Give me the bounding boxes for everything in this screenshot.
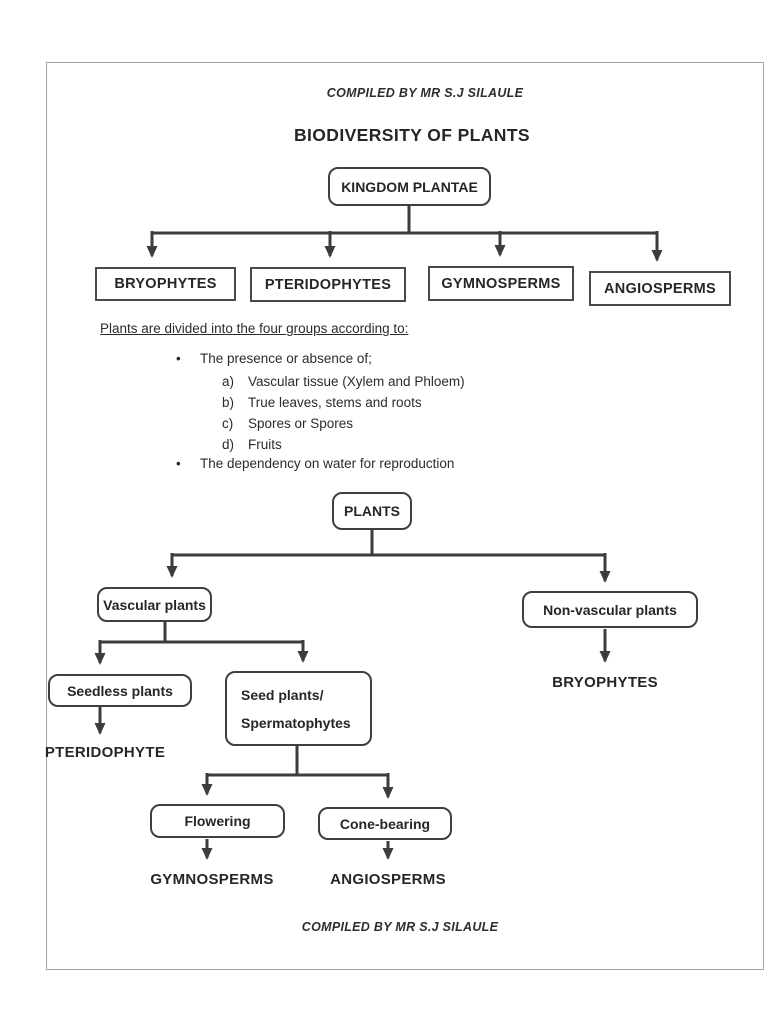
criteria-item-a-text: Vascular tissue (Xylem and Phloem): [248, 374, 465, 389]
node-seedless-plants-label: Seedless plants: [67, 682, 173, 699]
criteria-item-d: d) Fruits: [222, 437, 282, 452]
node-kingdom-plantae: KINGDOM PLANTAE: [328, 167, 491, 206]
criteria-item-d-marker: d): [222, 437, 235, 452]
criteria-item-c-text: Spores or Spores: [248, 416, 354, 431]
node-angiosperms: ANGIOSPERMS: [589, 271, 731, 306]
label-angiosperms-result: ANGIOSPERMS: [330, 871, 446, 888]
node-cone-bearing-label: Cone-bearing: [339, 815, 431, 832]
node-bryophytes-label: BRYOPHYTES: [114, 276, 217, 292]
bullet-icon: •: [176, 456, 181, 471]
node-flowering: Flowering: [150, 804, 285, 838]
criteria-bullet-2: • The dependency on water for reproductio…: [176, 456, 454, 471]
criteria-item-a: a) Vascular tissue (Xylem and Phloem): [222, 374, 465, 389]
node-bryophytes: BRYOPHYTES: [95, 267, 236, 301]
node-nonvascular-plants: Non-vascular plants: [522, 591, 698, 628]
node-plants-label: PLANTS: [344, 503, 400, 519]
page-title: BIODIVERSITY OF PLANTS: [293, 125, 531, 145]
criteria-item-c: c) Spores or Spores: [222, 416, 353, 431]
node-flowering-label: Flowering: [184, 813, 251, 829]
criteria-item-d-text: Fruits: [248, 437, 282, 452]
criteria-item-b-text: True leaves, stems and roots: [248, 395, 422, 410]
node-seed-plants-line2: Spermatophytes: [241, 714, 351, 731]
node-seedless-plants: Seedless plants: [48, 674, 192, 707]
node-pteridophytes: PTERIDOPHYTES: [250, 267, 406, 302]
header-compiled-note: COMPILED BY MR S.J SILAULE: [326, 86, 524, 100]
node-vascular-plants: Vascular plants: [97, 587, 212, 622]
node-gymnosperms-label: GYMNOSPERMS: [441, 275, 561, 292]
node-angiosperms-label: ANGIOSPERMS: [603, 280, 717, 297]
footer-compiled-note: COMPILED BY MR S.J SILAULE: [301, 920, 499, 934]
criteria-bullet-2-text: The dependency on water for reproduction: [200, 456, 455, 471]
node-vascular-plants-label: Vascular plants: [103, 596, 206, 613]
node-pteridophytes-label: PTERIDOPHYTES: [264, 276, 392, 293]
node-plants: PLANTS: [332, 492, 412, 530]
node-nonvascular-plants-label: Non-vascular plants: [543, 601, 677, 618]
criteria-heading: Plants are divided into the four groups …: [100, 321, 409, 336]
node-seed-plants-line1: Seed plants/: [241, 686, 324, 703]
label-pteridophyte-result: PTERIDOPHYTE: [44, 744, 166, 761]
node-kingdom-plantae-label: KINGDOM PLANTAE: [341, 178, 478, 195]
label-gymnosperms-result: GYMNOSPERMS: [150, 871, 274, 888]
node-gymnosperms: GYMNOSPERMS: [428, 266, 574, 301]
bullet-icon: •: [176, 351, 181, 366]
criteria-item-c-marker: c): [222, 416, 234, 431]
node-seed-plants: Seed plants/ Spermatophytes: [225, 671, 372, 746]
node-cone-bearing: Cone-bearing: [318, 807, 452, 840]
criteria-item-b: b) True leaves, stems and roots: [222, 395, 422, 410]
criteria-item-b-marker: b): [222, 395, 235, 410]
criteria-bullet-1: • The presence or absence of;: [176, 351, 372, 366]
criteria-item-a-marker: a): [222, 374, 235, 389]
criteria-bullet-1-text: The presence or absence of;: [200, 351, 372, 366]
label-bryophytes-result: BRYOPHYTES: [552, 674, 658, 691]
